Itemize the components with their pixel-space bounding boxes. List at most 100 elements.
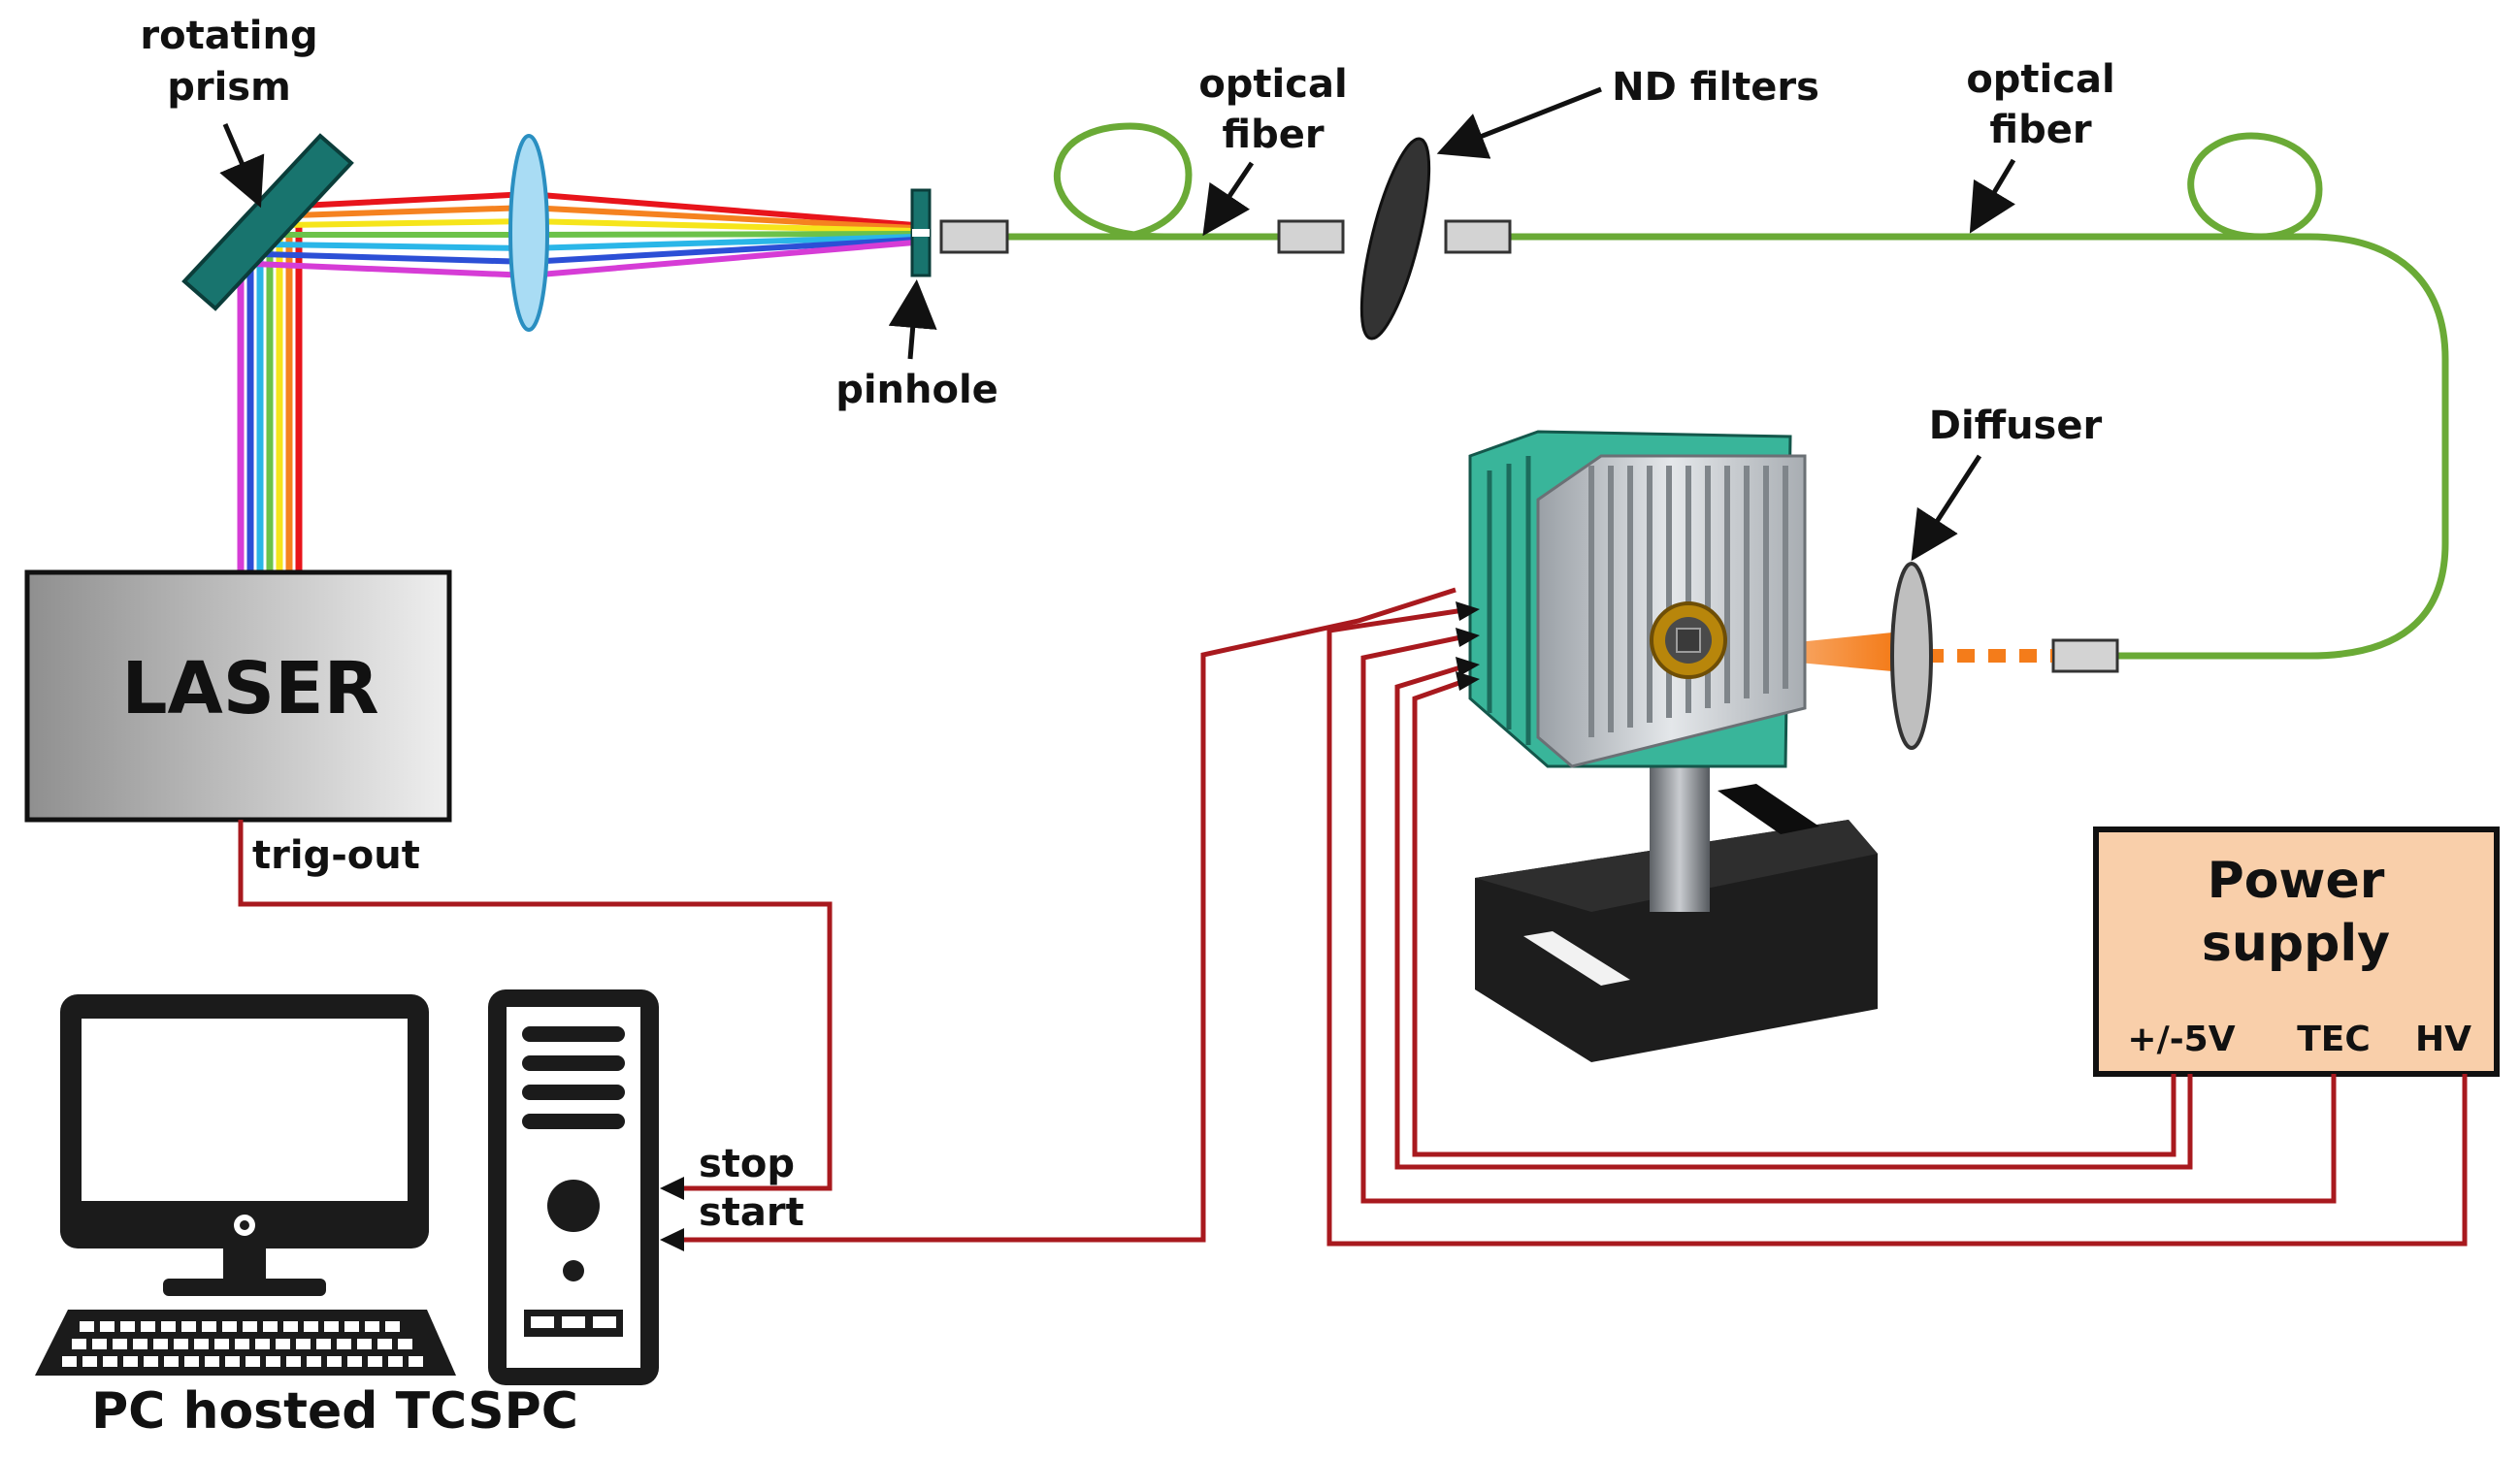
keyboard-key <box>214 1339 229 1349</box>
keyboard-key <box>103 1356 117 1367</box>
label-optical-fiber-2: optical fiber <box>1966 57 2115 234</box>
beam-ray <box>278 231 915 238</box>
pc-tower-icon <box>488 989 659 1385</box>
svg-text:Diffuser: Diffuser <box>1929 404 2103 448</box>
svg-text:prism: prism <box>167 65 291 110</box>
label-trig-out: trig-out <box>252 833 420 878</box>
label-stop: stop <box>699 1142 795 1186</box>
supply-hv-cable <box>1326 606 2468 1247</box>
keyboard-key <box>388 1356 403 1367</box>
keyboard-key <box>164 1356 179 1367</box>
keyboard-key <box>80 1321 94 1332</box>
keyboard-key <box>243 1321 257 1332</box>
keyboard-key <box>307 1356 321 1367</box>
dispersed-beams <box>253 190 915 279</box>
fiber-connector-icon <box>2051 638 2119 673</box>
terminal-hv: HV <box>2415 1020 2471 1059</box>
keyboard-key <box>324 1321 339 1332</box>
keyboard-key <box>365 1321 379 1332</box>
keyboard-key <box>327 1356 342 1367</box>
keyboard-key <box>368 1356 382 1367</box>
keyboard-key <box>153 1339 168 1349</box>
fiber-connector-icon <box>1444 219 1512 254</box>
label-pinhole: pinhole <box>835 279 998 412</box>
label-optical-fiber-1: optical fiber <box>1198 62 1348 237</box>
svg-text:optical: optical <box>1198 62 1347 107</box>
supply-tec-cable <box>1360 632 2337 1204</box>
keyboard-key <box>133 1339 147 1349</box>
keyboard-key <box>245 1356 260 1367</box>
pinhole-icon <box>910 188 932 277</box>
keyboard-key <box>82 1356 97 1367</box>
laser-box: LASER <box>24 569 452 823</box>
keyboard-key <box>181 1321 196 1332</box>
power-supply-box: Power supply +/-5V TEC HV <box>2093 827 2500 1077</box>
monitor-icon <box>60 994 429 1296</box>
trig-cable <box>238 820 833 1191</box>
keyboard-key <box>161 1321 176 1332</box>
nd-filter-icon <box>1359 137 1431 340</box>
keyboard-key <box>283 1321 298 1332</box>
keyboard-key <box>337 1339 351 1349</box>
rotating-prism-icon <box>181 133 354 311</box>
power-supply-label-line1: Power <box>2208 852 2385 910</box>
keyboard-key <box>72 1339 86 1349</box>
keyboard-key <box>304 1321 318 1332</box>
keyboard-key <box>194 1339 209 1349</box>
svg-text:pinhole: pinhole <box>835 368 998 412</box>
svg-text:rotating: rotating <box>140 14 317 58</box>
keyboard-key <box>377 1339 392 1349</box>
keyboard-key <box>141 1321 155 1332</box>
keyboard-key <box>409 1356 423 1367</box>
keyboard-key <box>205 1356 219 1367</box>
keyboard-key <box>202 1321 216 1332</box>
supply-5v-cable-b <box>1394 662 2193 1170</box>
keyboard-key <box>316 1339 331 1349</box>
optical-fiber-1 <box>1007 122 1279 241</box>
power-supply-label-line2: supply <box>2202 915 2390 973</box>
laser-label: LASER <box>121 647 378 730</box>
keyboard-key <box>235 1339 249 1349</box>
keyboard-key <box>144 1356 158 1367</box>
keyboard-key <box>276 1339 290 1349</box>
optical-fiber-2 <box>1509 132 2449 660</box>
terminal-5v: +/-5V <box>2127 1020 2235 1059</box>
keyboard-key <box>123 1356 138 1367</box>
keyboard-key <box>266 1356 280 1367</box>
keyboard-key <box>357 1339 372 1349</box>
keyboard-key <box>255 1339 270 1349</box>
keyboard-key <box>113 1339 127 1349</box>
lens-icon <box>508 134 549 332</box>
keyboard-key <box>286 1356 301 1367</box>
keyboard-key <box>100 1321 115 1332</box>
keyboard-key <box>225 1356 240 1367</box>
supply-5v-cable-a <box>1412 676 2176 1157</box>
cables <box>238 587 2468 1247</box>
start-cable <box>665 587 1456 1243</box>
fiber-connector-icon <box>1277 219 1345 254</box>
keyboard-key <box>184 1356 199 1367</box>
label-start: start <box>699 1190 804 1235</box>
cable-arrowheads <box>660 601 1480 1251</box>
keyboard-key <box>344 1321 359 1332</box>
fiber-connectors <box>939 219 2119 673</box>
terminal-tec: TEC <box>2297 1020 2371 1059</box>
label-nd-filters: ND filters <box>1436 65 1819 159</box>
keyboard-key <box>385 1321 400 1332</box>
keyboard-key <box>263 1321 278 1332</box>
keyboard-key <box>347 1356 362 1367</box>
svg-text:fiber: fiber <box>1989 108 2091 152</box>
keyboard-icon <box>35 1310 456 1376</box>
svg-text:fiber: fiber <box>1222 113 1324 157</box>
keyboard-key <box>296 1339 311 1349</box>
label-pc-caption: PC hosted TCSPC <box>91 1382 578 1441</box>
keyboard-key <box>222 1321 237 1332</box>
keyboard-key <box>92 1339 107 1349</box>
label-diffuser: Diffuser <box>1911 404 2103 562</box>
laser-beam-vertical <box>237 227 303 572</box>
keyboard-key <box>62 1356 77 1367</box>
keyboard-key <box>398 1339 412 1349</box>
svg-text:optical: optical <box>1966 57 2114 102</box>
